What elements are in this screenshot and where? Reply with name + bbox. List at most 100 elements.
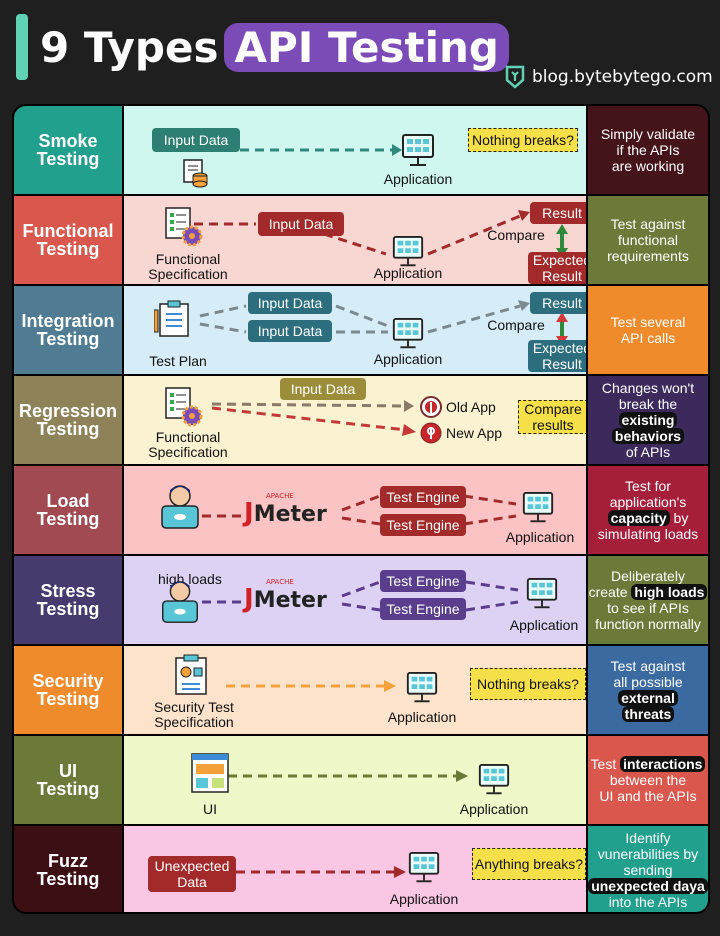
title-highlight: API Testing (224, 23, 509, 72)
application-label: Application (387, 709, 457, 725)
test-plan-icon (154, 300, 189, 337)
application-label: Application (505, 529, 575, 545)
row-diagram: Input Data Functional Specification Old … (124, 376, 586, 465)
application-icon (392, 236, 424, 267)
flow-arrows (202, 580, 519, 612)
test-engine-pill-2: Test Engine (380, 598, 466, 620)
result-pill: Result (530, 292, 586, 314)
user-icon (162, 581, 198, 623)
ui-window-icon (191, 753, 229, 793)
application-icon (392, 318, 424, 349)
old-app-icon (420, 396, 442, 418)
high-loads-label: high loads (158, 571, 222, 587)
row-diagram: UI Application (124, 736, 586, 825)
input-data-pill-1: Input Data (248, 292, 332, 314)
input-data-pill-2: Input Data (248, 320, 332, 342)
ui-label: UI (203, 801, 217, 817)
anything-breaks-note: Anything breaks? (472, 848, 586, 880)
title-plain: 9 Types (40, 23, 219, 72)
row-description: Deliberately create high loads to see if… (586, 556, 708, 645)
row-diagram: Test Plan Input Data Input Data Applicat… (124, 286, 586, 375)
user-icon (161, 485, 199, 529)
security-spec-icon (175, 654, 207, 695)
brand[interactable]: blog.bytebytego.com (504, 62, 713, 92)
test-plan-label: Test Plan (149, 353, 207, 369)
application-label: Application (373, 351, 443, 367)
application-label: Application (373, 265, 443, 281)
row-diagram: Security Test Specification Application … (124, 646, 586, 735)
application-icon (402, 134, 434, 166)
input-data-pill: Input Data (152, 128, 240, 152)
bytebytego-logo-icon (505, 65, 525, 89)
input-data-pill: Input Data (258, 212, 344, 236)
flow-arrows (211, 400, 416, 436)
new-app-icon (420, 422, 442, 444)
specification-icon (165, 387, 203, 427)
new-app-label: New App (446, 425, 503, 441)
row-diagram: Unexpected Data Application Anything bre… (124, 826, 586, 912)
application-icon (406, 672, 438, 703)
application-icon (522, 492, 554, 523)
flow-arrow (236, 866, 406, 878)
flow-arrows (202, 494, 517, 526)
test-engine-pill-1: Test Engine (380, 486, 466, 508)
unexpected-data-pill: Unexpected Data (148, 856, 236, 892)
application-icon (526, 578, 558, 609)
result-pill: Result (530, 202, 586, 224)
input-data-pill: Input Data (280, 378, 366, 400)
row-diagram: Functional Specification Input Data Appl… (124, 196, 586, 285)
flow-arrow (228, 770, 468, 782)
application-label: Application (459, 801, 529, 817)
nothing-breaks-note: Nothing breaks? (468, 128, 578, 152)
application-icon (478, 764, 510, 795)
compare-label: Compare (487, 317, 545, 333)
compare-results-note: Compare results (518, 400, 586, 434)
spec-label: Functional Specification (148, 251, 228, 282)
expected-result-pill: Expected Result (528, 252, 586, 284)
application-label: Application (389, 891, 459, 907)
flow-arrows (194, 210, 568, 258)
spec-label: Security Test Specification (154, 699, 234, 730)
brand-url: blog.bytebytego.com (532, 67, 713, 87)
old-app-label: Old App (446, 399, 496, 415)
title-accent-bar (16, 14, 28, 80)
spec-label: Functional Specification (148, 429, 228, 460)
flow-arrow (226, 680, 396, 692)
data-report-icon (183, 159, 208, 188)
application-icon (408, 852, 440, 883)
test-engine-pill-2: Test Engine (380, 514, 466, 536)
compare-label: Compare (487, 227, 545, 243)
flow-arrows (199, 300, 568, 346)
application-label: Application (509, 617, 579, 633)
expected-result-pill: Expected Result (528, 340, 586, 372)
